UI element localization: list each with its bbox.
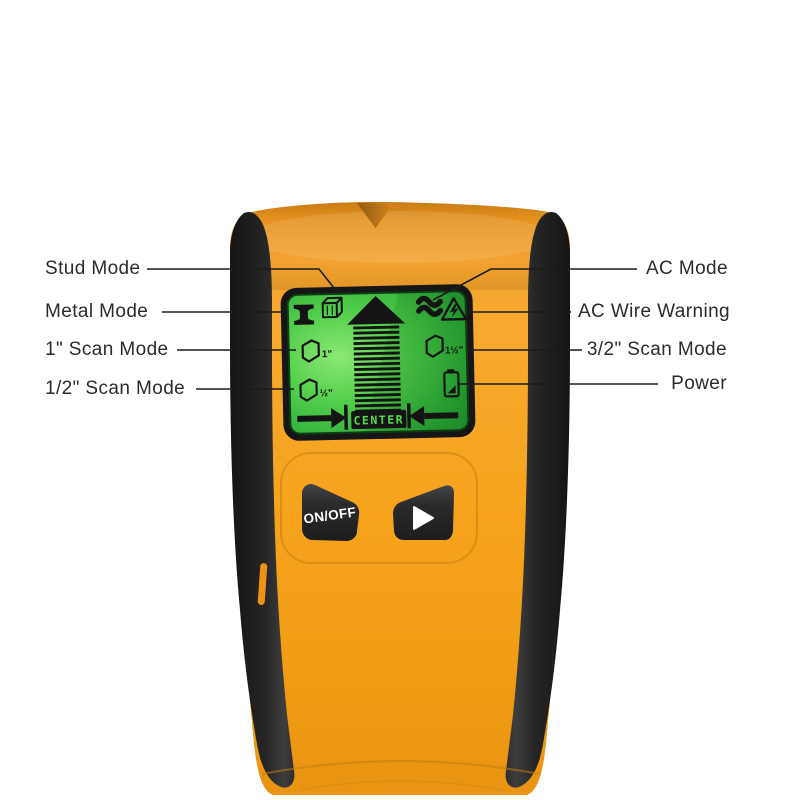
right-arrow-icon: [297, 408, 347, 429]
scan-1-5in-page-icon: 1½": [425, 334, 464, 358]
metal-mode-icon: [293, 304, 315, 325]
callout-line-stud-mode: [147, 268, 339, 294]
divider-bar-right: [406, 403, 412, 429]
head-gloss: [248, 211, 552, 263]
play-arrow-icon: [413, 506, 434, 530]
bottom-seam: [261, 760, 541, 775]
callout-stud-mode: Stud Mode: [45, 258, 141, 279]
ac-wire-warning-icon: [440, 297, 468, 321]
head-shadow: [233, 262, 567, 290]
callout-line-ac-mode: [432, 268, 637, 301]
callout-ac-wire-warning: AC Wire Warning: [577, 301, 730, 322]
callout-metal-mode: Metal Mode: [45, 301, 149, 322]
callout-lines: [147, 268, 658, 390]
left-grip: [230, 211, 295, 788]
callout-3-2in-scan-mode: 3/2" Scan Mode: [586, 339, 727, 360]
divider-bar-left: [343, 404, 349, 430]
left-arrow-icon: [409, 405, 459, 426]
on-off-label: ON/OFF: [303, 504, 357, 526]
scan-1-5in-label: 1½": [445, 345, 464, 356]
scan-half-in-label: ½": [320, 388, 334, 399]
center-up-arrow-icon: [347, 296, 406, 416]
ac-mode-icon: [415, 295, 444, 317]
scan-1in-label: 1": [322, 349, 333, 360]
callout-power: Power: [671, 373, 727, 394]
right-grip: [505, 211, 570, 788]
battery-icon: [443, 369, 460, 398]
scan-button: [393, 485, 454, 541]
button-panel-seam: [280, 452, 478, 564]
on-off-button: ON/OFF: [302, 483, 360, 541]
callout-half-in-scan-mode: 1/2" Scan Mode: [45, 378, 186, 399]
callout-ac-mode: AC Mode: [645, 258, 728, 279]
center-indicator: CENTER: [351, 409, 407, 430]
stud-mode-icon: [321, 296, 343, 319]
marking-notch-icon: [357, 203, 394, 228]
scan-1in-page-icon: 1": [301, 339, 333, 363]
callout-1in-scan-mode: 1" Scan Mode: [45, 339, 169, 360]
scan-half-in-page-icon: ½": [299, 378, 334, 402]
bottom-seam-2: [299, 780, 503, 791]
center-label: CENTER: [353, 412, 404, 427]
side-slot: [257, 563, 268, 605]
lcd-screen: 1" 1½" ½": [280, 284, 476, 441]
